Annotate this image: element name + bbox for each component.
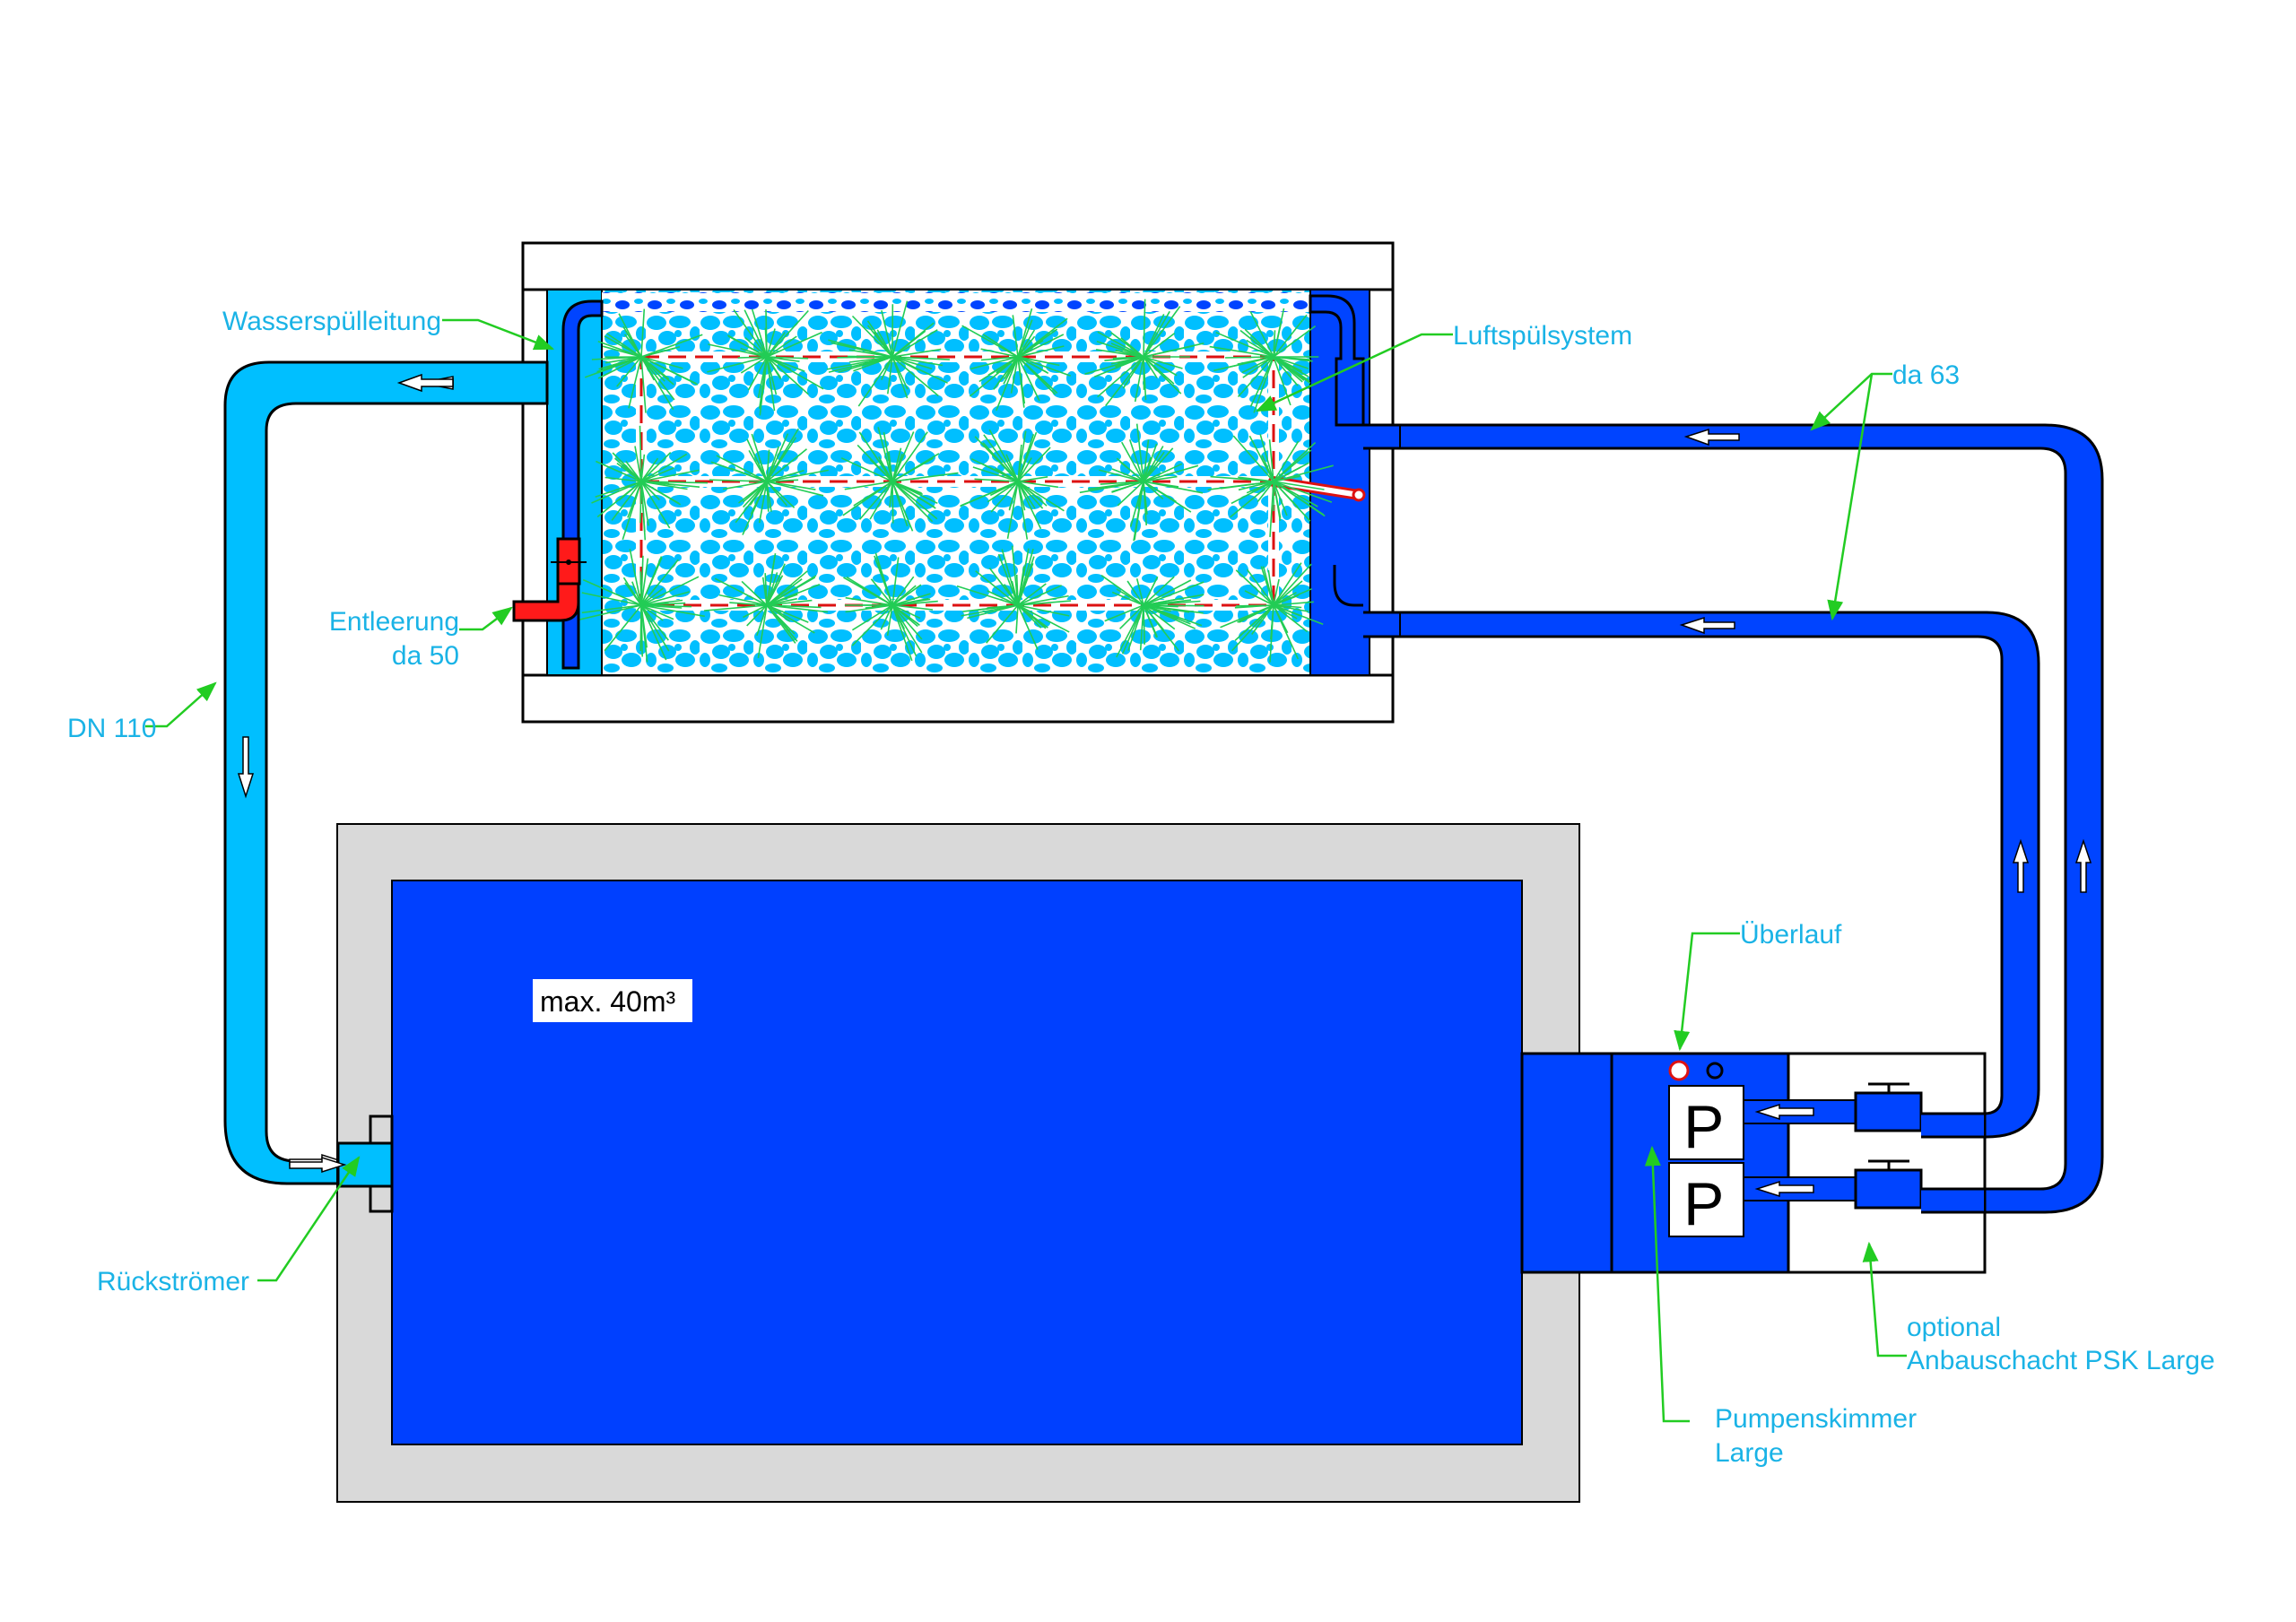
label-rueckstroemer: Rückströmer bbox=[97, 1267, 249, 1297]
pump-1: P bbox=[1668, 1085, 1857, 1161]
label-luftspuelsystem: Luftspülsystem bbox=[1453, 321, 1632, 351]
filter-media-top-layer bbox=[602, 292, 1310, 312]
air-burst bbox=[843, 552, 938, 662]
leader-optional bbox=[1862, 1241, 1907, 1357]
leader-wasserspuelleitung bbox=[442, 318, 555, 351]
skimmer-throat bbox=[1520, 1052, 1613, 1274]
air-burst bbox=[1084, 299, 1205, 407]
label-wasserspuelleitung: Wasserspülleitung bbox=[222, 307, 441, 336]
filter-tank bbox=[512, 241, 1395, 724]
air-burst bbox=[956, 545, 1072, 650]
air-pipe-lower bbox=[1333, 565, 1363, 607]
air-bubble-bursts bbox=[578, 299, 1334, 663]
leader-rueckstroemer bbox=[257, 1156, 361, 1282]
air-burst bbox=[961, 308, 1072, 412]
air-burst bbox=[1079, 423, 1204, 542]
secondary-port bbox=[1706, 1062, 1724, 1080]
label-da63: da 63 bbox=[1892, 360, 1960, 390]
label-optional-2: Anbauschacht PSK Large bbox=[1907, 1346, 2215, 1375]
label-entleerung-1: Entleerung bbox=[329, 607, 459, 637]
air-burst bbox=[826, 300, 950, 407]
flow-arrow-lower-left bbox=[1679, 616, 1735, 635]
leader-da63-upper bbox=[1810, 372, 1892, 431]
flow-arrow-upper-left bbox=[1683, 428, 1740, 447]
valve-1 bbox=[1854, 1082, 1923, 1132]
pressure-pipe-lower bbox=[1398, 611, 2040, 1139]
leader-dn110 bbox=[145, 681, 217, 728]
labels: Wasserspülleitung Luftspülsystem da 63 E… bbox=[67, 307, 2215, 1468]
leader-ueberlauf bbox=[1674, 932, 1740, 1052]
leader-da63-lower bbox=[1827, 373, 1874, 621]
label-dn110: DN 110 bbox=[67, 714, 157, 743]
pool-volume-label: max. 40m³ bbox=[540, 985, 675, 1018]
leader-lines bbox=[145, 318, 1907, 1423]
drain-pipe bbox=[512, 537, 587, 622]
flow-arrow-dn110-down bbox=[237, 736, 255, 799]
extension-shaft bbox=[1787, 1052, 1987, 1274]
pool-volume-box bbox=[533, 979, 692, 1022]
label-optional-1: optional bbox=[1907, 1313, 2001, 1342]
rinse-water-pipe bbox=[223, 360, 549, 1185]
flow-arrow-rinse-left bbox=[396, 373, 454, 393]
pool: max. 40m³ bbox=[289, 823, 1580, 1503]
air-burst bbox=[1220, 562, 1324, 663]
air-burst bbox=[591, 425, 709, 541]
pump-1-label: P bbox=[1683, 1093, 1724, 1161]
leader-entleerung bbox=[459, 606, 513, 631]
air-burst bbox=[1209, 308, 1319, 413]
leader-pumpenskimmer bbox=[1644, 1145, 1690, 1423]
pump-2-label: P bbox=[1683, 1170, 1724, 1238]
air-burst bbox=[707, 308, 824, 416]
label-pumpenskimmer-1: Pumpenskimmer bbox=[1715, 1404, 1917, 1434]
air-burst bbox=[578, 549, 705, 663]
pump-skimmer: P P bbox=[1520, 1052, 1987, 1274]
air-burst bbox=[709, 428, 829, 535]
pump-2: P bbox=[1668, 1162, 1857, 1238]
label-pumpenskimmer-2: Large bbox=[1715, 1438, 1784, 1468]
pool-water bbox=[391, 880, 1523, 1445]
air-burst bbox=[584, 308, 703, 413]
air-burst bbox=[1100, 575, 1205, 658]
pressure-pipe-upper bbox=[1398, 423, 2104, 1214]
return-jet-arrow bbox=[289, 1156, 347, 1174]
air-burst bbox=[1207, 434, 1334, 537]
flow-arrow-upper-up bbox=[2074, 838, 2092, 893]
overflow-port bbox=[1668, 1060, 1690, 1081]
label-entleerung-2: da 50 bbox=[392, 641, 459, 671]
label-ueberlauf: Überlauf bbox=[1740, 920, 1842, 950]
air-pipe-upper bbox=[1309, 294, 1365, 427]
leader-luftspuelsystem bbox=[1255, 333, 1453, 412]
air-burst bbox=[960, 429, 1065, 540]
air-burst bbox=[840, 427, 959, 532]
flow-arrow-lower-up bbox=[2012, 838, 2030, 893]
air-burst bbox=[704, 552, 829, 659]
